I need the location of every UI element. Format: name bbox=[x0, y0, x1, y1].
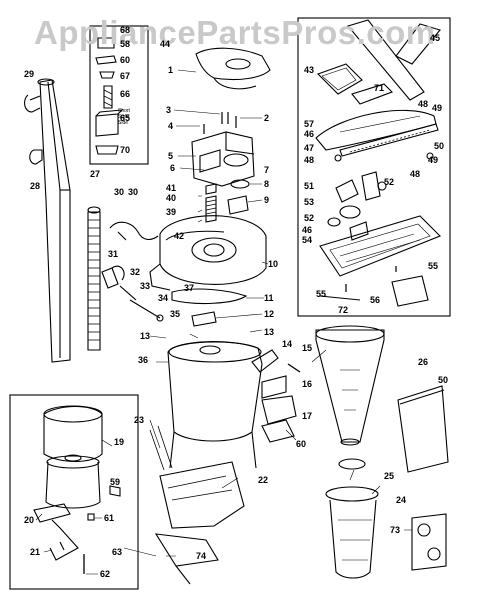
callout-48-right: 48 bbox=[410, 169, 421, 179]
callout-33: 33 bbox=[140, 281, 151, 291]
callout-63: 63 bbox=[112, 547, 123, 557]
callout-56: 56 bbox=[370, 295, 381, 305]
callout-61: 61 bbox=[104, 513, 115, 523]
callout-8: 8 bbox=[264, 179, 270, 189]
callout-49-top: 49 bbox=[432, 103, 443, 113]
callout-25: 25 bbox=[384, 471, 395, 481]
callout-50-top: 50 bbox=[434, 141, 445, 151]
callout-22: 22 bbox=[258, 475, 269, 485]
callout-55-right: 55 bbox=[428, 261, 439, 271]
callout-62: 62 bbox=[100, 569, 111, 579]
callout-45: 45 bbox=[430, 33, 441, 43]
callout-6: 6 bbox=[170, 163, 176, 173]
callout-2: 2 bbox=[264, 113, 270, 123]
callout-21: 21 bbox=[30, 547, 41, 557]
callout-73: 73 bbox=[390, 525, 401, 535]
callout-65: 65 bbox=[120, 113, 131, 123]
callout-47: 47 bbox=[304, 143, 315, 153]
callout-55-left: 55 bbox=[316, 289, 327, 299]
callout-41: 41 bbox=[166, 183, 177, 193]
callout-49-bottom: 49 bbox=[428, 155, 439, 165]
callout-4: 4 bbox=[168, 121, 174, 131]
callout-53: 53 bbox=[304, 197, 315, 207]
callout-16: 16 bbox=[302, 379, 313, 389]
callout-20: 20 bbox=[24, 515, 35, 525]
callout-23: 23 bbox=[134, 415, 145, 425]
callout-42: 42 bbox=[174, 231, 185, 241]
callout-48-mid: 48 bbox=[304, 155, 315, 165]
callout-46-bottom: 46 bbox=[302, 225, 313, 235]
watermark: AppliancePartsPros.com bbox=[34, 14, 436, 51]
callout-10: 10 bbox=[268, 259, 279, 269]
style-note-line-1: Short bbox=[118, 108, 130, 114]
callout-50-manual: 50 bbox=[438, 375, 449, 385]
callout-11: 11 bbox=[264, 293, 274, 303]
callout-52-left: 52 bbox=[304, 213, 315, 223]
callout-31: 31 bbox=[108, 249, 119, 259]
callout-68: 68 bbox=[120, 25, 131, 35]
callout-15: 15 bbox=[302, 343, 313, 353]
callout-72: 72 bbox=[338, 305, 349, 315]
callout-44: 44 bbox=[160, 39, 171, 49]
callout-66: 66 bbox=[120, 89, 131, 99]
style-note: Short Style Side bbox=[118, 108, 130, 126]
callout-14: 14 bbox=[282, 339, 293, 349]
callout-46-top: 46 bbox=[304, 129, 315, 139]
callout-1: 1 bbox=[168, 65, 174, 75]
callout-24: 24 bbox=[396, 495, 407, 505]
callout-67: 67 bbox=[120, 71, 131, 81]
callout-35: 35 bbox=[170, 309, 181, 319]
callout-9: 9 bbox=[264, 195, 270, 205]
callout-51: 51 bbox=[304, 181, 315, 191]
callout-39: 39 bbox=[166, 207, 177, 217]
callout-59: 59 bbox=[110, 477, 121, 487]
powerhead-box bbox=[297, 17, 451, 317]
callout-32: 32 bbox=[130, 267, 141, 277]
callout-5: 5 bbox=[168, 151, 174, 161]
callout-13-right: 13 bbox=[264, 327, 275, 337]
callout-37: 37 bbox=[184, 283, 195, 293]
callout-60-small: 60 bbox=[120, 55, 131, 65]
callout-12: 12 bbox=[264, 309, 275, 319]
callout-71: 71 bbox=[374, 83, 385, 93]
callout-13-left: 13 bbox=[140, 331, 151, 341]
callout-30-cord: 30 bbox=[128, 187, 139, 197]
callout-28: 28 bbox=[30, 181, 41, 191]
callout-27: 27 bbox=[90, 169, 101, 179]
callout-30-hose: 30 bbox=[114, 187, 125, 197]
callout-70: 70 bbox=[120, 145, 131, 155]
callout-74: 74 bbox=[196, 551, 207, 561]
callout-17: 17 bbox=[302, 411, 313, 421]
callout-36: 36 bbox=[138, 355, 149, 365]
callout-19: 19 bbox=[114, 437, 125, 447]
callout-48-top: 48 bbox=[418, 99, 429, 109]
callout-7: 7 bbox=[264, 165, 270, 175]
callout-52-right: 52 bbox=[384, 177, 395, 187]
callout-26: 26 bbox=[418, 357, 429, 367]
callout-40: 40 bbox=[166, 193, 177, 203]
callout-58: 58 bbox=[120, 39, 131, 49]
callout-34: 34 bbox=[158, 293, 169, 303]
style-note-line-3: Side bbox=[118, 120, 129, 126]
small-parts-box bbox=[89, 25, 149, 165]
callout-60-door: 60 bbox=[296, 439, 307, 449]
callout-57: 57 bbox=[304, 119, 315, 129]
callout-3: 3 bbox=[166, 105, 172, 115]
callout-43: 43 bbox=[304, 65, 315, 75]
callout-54: 54 bbox=[302, 235, 313, 245]
dirt-cup-box bbox=[9, 394, 139, 590]
style-note-line-2: Style bbox=[118, 114, 130, 120]
callout-29: 29 bbox=[24, 69, 35, 79]
